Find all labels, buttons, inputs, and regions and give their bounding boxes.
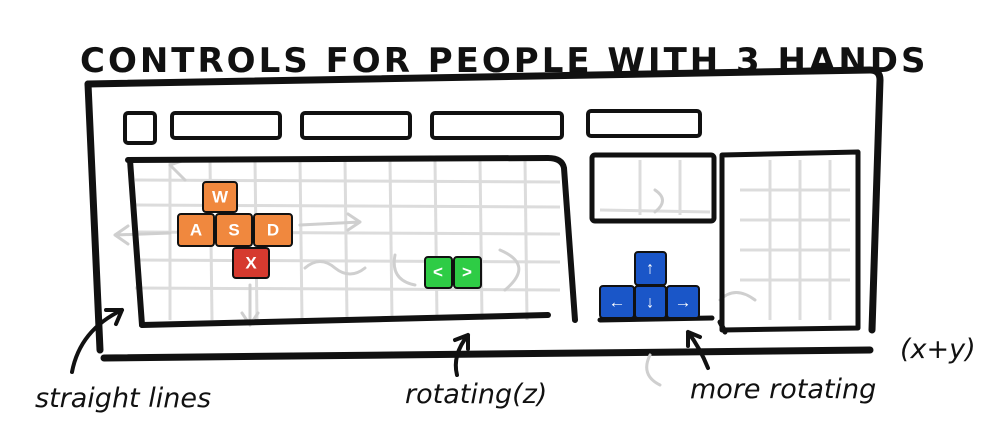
straight-lines-pointer bbox=[70, 308, 124, 374]
arrow-left-label: ← bbox=[609, 293, 626, 312]
rotating-z-annotation: rotating(z) bbox=[405, 379, 547, 410]
arrow-down-label: ↓ bbox=[646, 293, 655, 312]
annotation-arrows bbox=[70, 308, 710, 377]
more-rotating-pointer bbox=[686, 330, 710, 370]
arrow-keys: ↑ ← ↓ → bbox=[599, 251, 700, 319]
numpad-block bbox=[719, 149, 861, 333]
a-key bbox=[177, 213, 215, 247]
arrow-right-label: → bbox=[675, 293, 692, 312]
nav-cluster bbox=[589, 152, 717, 224]
f-key-group-2 bbox=[300, 111, 412, 140]
d-key bbox=[253, 213, 293, 247]
x-key-label: X bbox=[245, 254, 257, 273]
rotate-right-key bbox=[453, 256, 482, 289]
rotating-z-pointer bbox=[453, 333, 470, 377]
f-key-group-3 bbox=[430, 111, 564, 140]
w-key bbox=[202, 181, 238, 213]
rotate-left-key bbox=[424, 256, 453, 289]
main-key-block bbox=[125, 155, 578, 328]
s-key bbox=[215, 213, 253, 247]
s-key-label: S bbox=[228, 221, 239, 240]
rotate-right-label: > bbox=[462, 263, 472, 282]
straight-lines-annotation: straight lines bbox=[35, 383, 211, 414]
a-key-label: A bbox=[190, 221, 202, 240]
f-key-group-1 bbox=[170, 111, 282, 140]
wasd-cluster: W A S D X bbox=[177, 181, 293, 279]
arrow-right-key bbox=[666, 285, 700, 319]
rotate-left-label: < bbox=[433, 263, 443, 282]
more-rotating-annotation: more rotating bbox=[690, 374, 876, 405]
f-key-group-4 bbox=[586, 109, 702, 138]
faint-motion-arrows bbox=[113, 158, 757, 387]
d-key-label: D bbox=[267, 221, 279, 240]
escape-key bbox=[123, 111, 157, 145]
x-key bbox=[232, 247, 270, 279]
rotation-keys: < > bbox=[424, 256, 482, 289]
xy-annotation: (x+y) bbox=[900, 334, 976, 365]
arrow-up-label: ↑ bbox=[646, 259, 655, 278]
keyboard-outline bbox=[84, 66, 884, 362]
function-key-row bbox=[123, 109, 702, 145]
bottom-strokes bbox=[597, 315, 728, 335]
w-key-label: W bbox=[212, 188, 229, 207]
